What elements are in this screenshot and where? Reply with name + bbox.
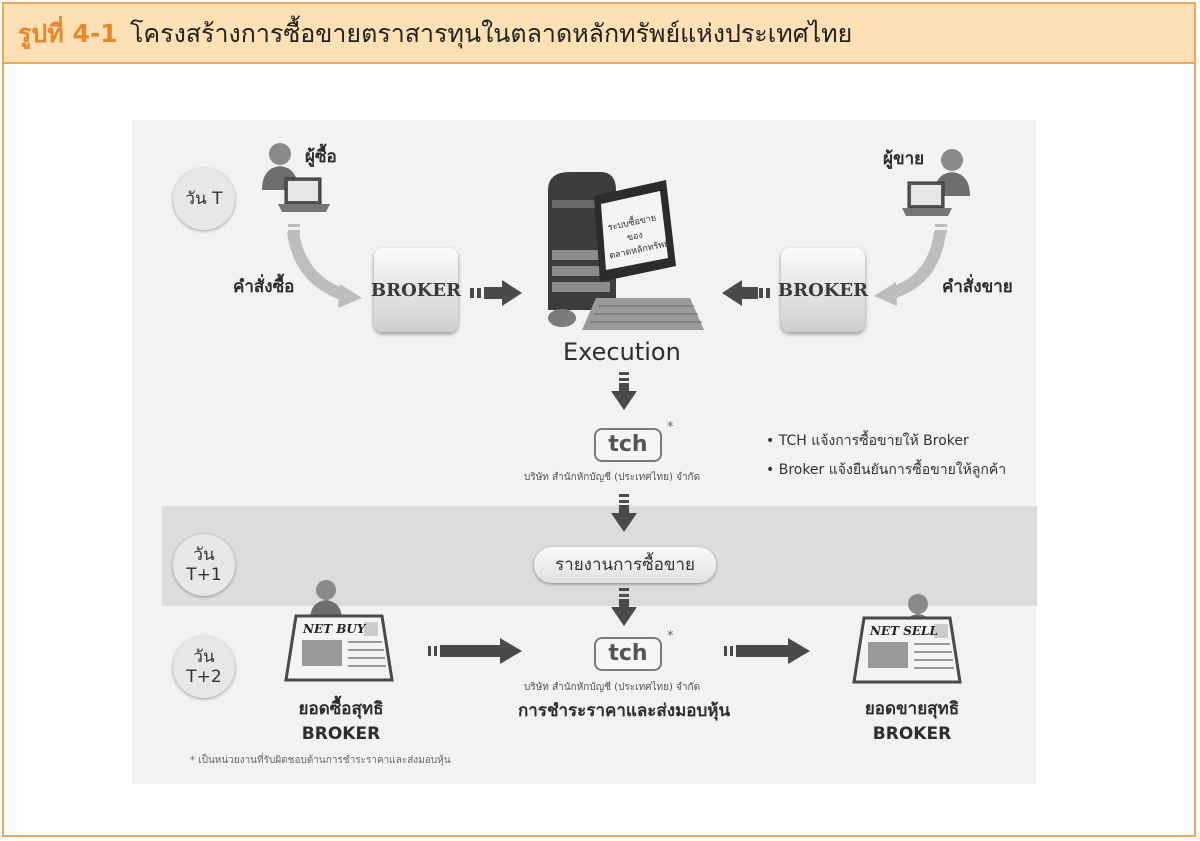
day-t2-badge: วัน T+2	[173, 636, 235, 698]
seller-broker-to-exchange-arrow	[722, 280, 770, 306]
day-t-badge: วัน T	[173, 168, 235, 230]
trade-report-pill: รายงานการซื้อขาย	[534, 547, 716, 583]
net-buy-caption: ยอดซื้อสุทธิ BROKER	[286, 697, 396, 747]
execution-down-arrow	[611, 372, 637, 410]
tch-logo: tch	[594, 428, 662, 462]
tch-footnote-mark-settlement: *	[667, 629, 674, 644]
day-t1-label-line2: T+1	[186, 565, 222, 585]
buyer-laptop-icon	[278, 177, 330, 212]
day-t2-label-line1: วัน	[193, 647, 215, 667]
exchange-computer-icon	[548, 172, 704, 330]
seller-broker-label: BROKER	[777, 279, 869, 301]
net-sell-paper-icon	[852, 594, 962, 684]
tch-caption-settlement: บริษัท สำนักหักบัญชี (ประเทศไทย) จำกัด	[524, 682, 701, 693]
net-sell-caption: ยอดขายสุทธิ BROKER	[852, 697, 972, 747]
tch-logo-settlement: tch	[594, 637, 662, 671]
day-t-label: วัน T	[185, 189, 223, 209]
execution-label: Execution	[563, 338, 681, 366]
day-t1-label-line1: วัน	[193, 545, 215, 565]
seller-label: ผู้ขาย	[883, 149, 925, 169]
seller-order-arrow	[886, 231, 946, 300]
note-broker-confirm: • Broker แจ้งยืนยันการซื้อขายให้ลูกค้า	[766, 462, 1007, 478]
broker-to-exchange-arrow	[470, 280, 522, 306]
net-sell-line1: ยอดขายสุทธิ	[864, 699, 960, 719]
net-buy-paper-icon	[284, 580, 394, 682]
tch-footnote-mark: *	[667, 420, 674, 435]
footnote: * เป็นหน่วยงานที่รับผิดชอบด้านการชำระราค…	[190, 755, 451, 766]
net-sell-paper-title: NET SELL	[870, 624, 938, 638]
buyer-broker-box: BROKER	[370, 248, 462, 332]
figure-title: โครงสร้างการซื้อขายตราสารทุนในตลาดหลักทร…	[130, 19, 853, 48]
title-bar: รูปที่ 4-1 โครงสร้างการซื้อขายตราสารทุนใ…	[2, 2, 1196, 64]
tch-down-arrow	[611, 494, 637, 532]
net-sell-line2: BROKER	[872, 724, 952, 744]
net-buy-line1: ยอดซื้อสุทธิ	[298, 699, 384, 719]
settlement-label: การชำระราคาและส่งมอบหุ้น	[518, 701, 731, 721]
tch-to-net-sell-arrow	[724, 638, 810, 664]
net-buy-to-tch-arrow	[428, 638, 522, 664]
buy-order-label: คำสั่งซื้อ	[233, 277, 295, 297]
seller-laptop-icon	[902, 181, 952, 216]
seller-broker-box: BROKER	[777, 248, 869, 332]
buyer-label: ผู้ซื้อ	[305, 147, 337, 167]
figure-number: รูปที่ 4-1	[18, 19, 118, 48]
tch-caption: บริษัท สำนักหักบัญชี (ประเทศไทย) จำกัด	[524, 472, 701, 483]
note-tch-notify: • TCH แจ้งการซื้อขายให้ Broker	[766, 433, 969, 449]
buyer-broker-label: BROKER	[370, 279, 462, 301]
net-buy-line2: BROKER	[301, 724, 381, 744]
day-t2-label-line2: T+2	[186, 667, 222, 687]
report-down-arrow	[611, 588, 637, 626]
buyer-order-arrow	[287, 230, 350, 302]
net-buy-paper-title: NET BUY	[303, 622, 366, 636]
day-t1-badge: วัน T+1	[173, 534, 235, 596]
sell-order-label: คำสั่งขาย	[942, 277, 1013, 297]
trade-report-label: รายงานการซื้อขาย	[555, 555, 695, 575]
